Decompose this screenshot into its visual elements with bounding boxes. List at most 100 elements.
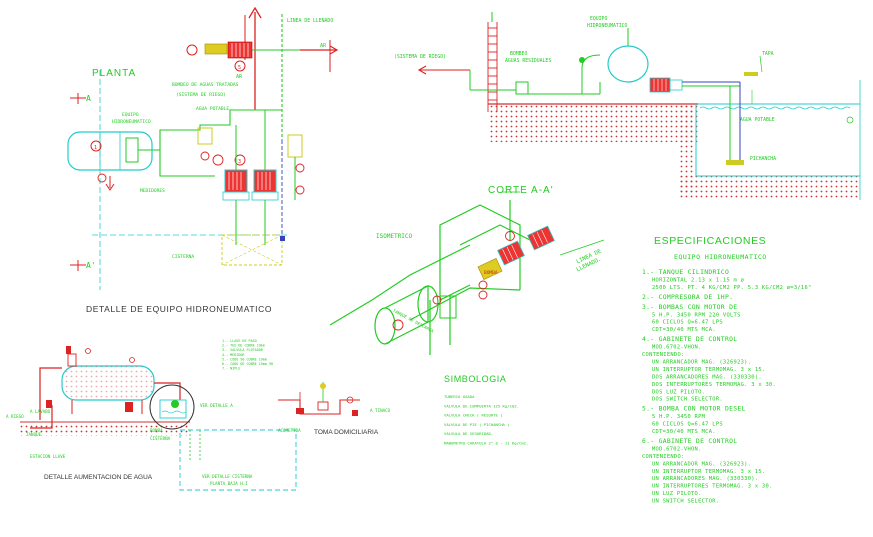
planta-view: PLANTA LINEA DE LLENADO AR 5 AR BOMBEO D…	[67, 6, 339, 290]
spec-line: 2.- COMPRESORA DE 1HP.	[642, 293, 733, 301]
pump-pair-iso	[497, 225, 555, 266]
spec-line: UN INTERRUPTOR TERMOMAG. 3 x 15.	[652, 469, 765, 475]
tank-plan	[67, 131, 153, 171]
aguas-residuales-label: AGUAS RESIDUALES	[505, 58, 551, 64]
spec-line: UN LUZ PILOTO.	[652, 491, 702, 497]
spec-line: UN SWITCH SELECTOR.	[652, 499, 719, 505]
simbologia-item: VALVULA CHECK ( RESORTE )	[444, 413, 503, 418]
isometrico-label: ISOMETRICO	[376, 233, 413, 240]
medidores-label: MEDIDORES	[140, 188, 165, 194]
spec-line: 5.- BOMBA CON MOTOR DESEL	[642, 405, 746, 413]
svg-text:BOMBA: BOMBA	[484, 270, 498, 276]
cisterna-plan	[221, 234, 283, 266]
bomba-elev-label: BOMBA	[150, 428, 163, 433]
acometida-label: ACOMETIDA	[278, 428, 301, 433]
toma-domiciliaria: ACOMETIDA A TINACO TOMA DOMICILIARIA	[278, 382, 391, 436]
ver-detalle-cisterna-label: VER DETALLE CISTERNA	[202, 474, 253, 479]
simbologia-item: VALVULA DE SEGURIDAD.	[444, 431, 493, 436]
toma-title: TOMA DOMICILIARIA	[314, 429, 379, 436]
pump-yellow-block	[204, 43, 228, 55]
spec-line: UN ARRANCADOR MAG. (326923).	[652, 359, 751, 365]
svg-text:1: 1	[94, 145, 97, 151]
planta-title: PLANTA	[92, 68, 136, 79]
spec-line: 3.- BOMBAS CON MOTOR DE	[642, 303, 737, 311]
tapa-label: TAPA	[762, 51, 774, 57]
ver-detalle-label: VER DETALLE A	[200, 403, 233, 408]
a-marker: A	[86, 94, 91, 103]
spec-line: DOS INTERRUPTORES TERMOMAG. 3 x 30.	[652, 382, 776, 388]
spec-line: 6.- GABINETE DE CONTROL	[642, 437, 737, 445]
bombeo-label: BOMBEO DE AGUAS TRATADAS	[172, 82, 239, 88]
pump-pair-plan	[222, 169, 279, 201]
pichancha-label: PICHANCHA	[750, 156, 776, 162]
section-view: (SISTEMA DE RIEGO) BOMBEO AGUAS RESIDUAL…	[394, 12, 861, 200]
a-lavabo-label: A LAVABO	[30, 409, 51, 414]
spec-line: CONTENIENDO:	[642, 454, 685, 460]
cisterna-box	[179, 429, 297, 491]
detalle-alimentacion-title: DETALLE AUMENTACION DE AGUA	[44, 474, 153, 481]
small-legend-item: 1.- LLAVE DE PASO	[222, 339, 257, 343]
cistern-wall-left	[680, 104, 696, 196]
small-legend-item: 2.- TEE DE COBRE 19mm	[222, 344, 265, 348]
isometric-view: CORTE A-A' ISOMETRICO TANQUE DE DESCARGA…	[329, 185, 605, 355]
spec-line: 60 CICLOS Q=6.47 LPS	[652, 422, 723, 428]
especificaciones: ESPECIFICACIONES EQUIPO HIDRONEUMATICO 1…	[642, 235, 811, 505]
spec-line: CONTENIENDO:	[642, 352, 685, 358]
equipo-label: EQUIPO	[122, 112, 139, 118]
small-legend-item: 6.- CODO DE COBRE 19mm 90	[222, 362, 273, 366]
simbologia-item: MANOMETRO CARATULA 2" 0 - 11 Kg/Cm2.	[444, 441, 528, 446]
cistern-floor	[680, 176, 860, 200]
ground-hatch-bottom	[20, 422, 190, 436]
agua-potable-right-label: AGUA POTABLE	[740, 117, 775, 123]
simbologia-item: VALVULA DE PIE ( PICHANCHA )	[444, 422, 510, 427]
spec-line: 5 H.P. 3450 RPM	[652, 414, 706, 420]
tanque-elev-label: TANQUE	[26, 432, 42, 437]
spec-line: DOS LUZ PILOTO.	[652, 389, 705, 395]
cisterna-elev-label: CISTERNA	[150, 436, 171, 441]
spec-line: UN INTERRUPTOR TERMOMAG. 3 x 15.	[652, 367, 765, 373]
corte-title: CORTE A-A'	[488, 185, 554, 196]
small-legend-item: 7.- NIPLE	[222, 367, 240, 371]
ar-label: AR	[236, 74, 243, 80]
sistema-riego-right-label: (SISTEMA DE RIEGO)	[394, 54, 446, 60]
spec-line: 1.- TANQUE CILINDRICO	[642, 268, 729, 276]
simbologia-item: VALVULA DE COMPUERTA 125 Kg/Cm2.	[444, 403, 519, 408]
ladder	[487, 22, 498, 112]
ground-hatch-top	[488, 104, 698, 142]
spec-line: DOS SWITCH SELECTOR.	[652, 397, 723, 403]
simbologia: SIMBOLOGIA TUBERIA USADA VALVULA DE COMPU…	[444, 374, 528, 446]
simbologia-item: TUBERIA USADA	[444, 394, 475, 399]
small-legend-item: 3.- VALVULA FLOTADOR	[222, 348, 264, 352]
especificaciones-subtitle: EQUIPO HIDRONEUMATICO	[674, 253, 767, 261]
detail-circle	[149, 384, 195, 430]
cisterna-label: CISTERNA	[172, 254, 194, 260]
spec-line: CDT=30/40 MTS MCA.	[652, 429, 716, 435]
spec-line: 60 CICLOS Q=6.47 LPS	[652, 320, 723, 326]
equipo-right-label: EQUIPO	[590, 16, 607, 22]
small-legend-item: 4.- MEDIDOR	[222, 353, 245, 357]
linea-llenado-label: LINEA DE LLENADO	[287, 18, 333, 24]
a-tinaco-label: A TINACO	[370, 408, 391, 413]
spec-line: UN ARRANCADOR MAG. (326923).	[652, 461, 751, 467]
spec-line: CDT=30/40 MTS MCA.	[652, 327, 716, 333]
agua-potable-label: AGUA POTABLE	[196, 106, 229, 112]
a-riego-label: A RIEGO	[6, 414, 24, 419]
detalle-equipo-title: DETALLE DE EQUIPO HIDRONEUMATICO	[86, 304, 272, 314]
planta-baja-label: PLANTA BAJA H.I	[210, 481, 248, 486]
svg-text:5: 5	[238, 65, 241, 71]
small-legend-item: 5.- CODO 90 COBRE 19mm	[222, 357, 267, 361]
bombeo-right-label: BOMBEO	[510, 51, 527, 57]
spec-line: UN ARRANCADORES MAG. (330330).	[652, 476, 758, 482]
spec-line: 4.- GABINETE DE CONTROL	[642, 335, 737, 343]
hidroneumatico-right-label: HIDRONEUMATICO	[587, 23, 628, 29]
sistema-riego-label: (SISTEMA DE RIEGO)	[176, 92, 226, 98]
especificaciones-title: ESPECIFICACIONES	[654, 235, 766, 247]
estacion-label: ESTACION LLAVE	[30, 454, 66, 459]
spec-line: MOD.6702-VHON.	[652, 345, 702, 351]
spec-line: HORIZONTAL 2.13 x 1.15 m ø	[652, 277, 745, 283]
spec-line: MOD.6702-VHON.	[652, 446, 702, 452]
simbologia-title: SIMBOLOGIA	[444, 374, 507, 384]
spec-line: DOS ARRANCADORES MAG. (330330).	[652, 374, 762, 380]
